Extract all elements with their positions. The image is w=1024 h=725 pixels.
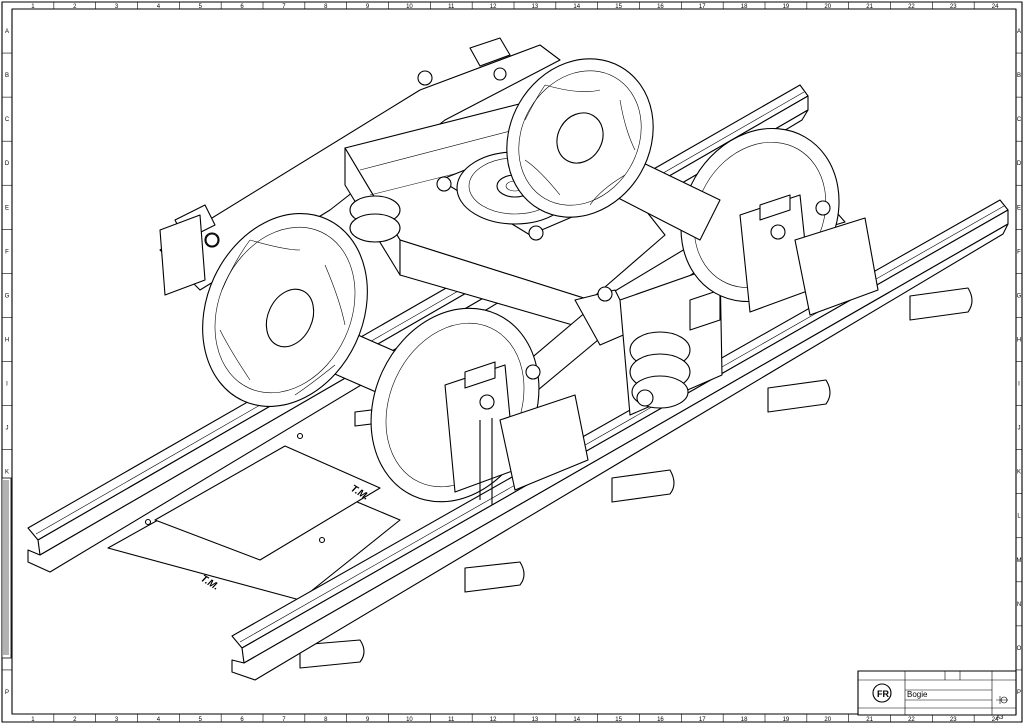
ruler-label: J [6,426,9,432]
ruler-right: A B C D E F G H I J K L M N O P [1016,29,1022,696]
ruler-label: E [5,205,9,211]
ruler-label: O [1017,646,1022,652]
axle-box-front [444,361,589,505]
title-block: FR Bogie A3 [857,670,1017,721]
ruler-label: 19 [783,4,790,10]
ruler-label: 8 [324,717,328,723]
ruler-label: 15 [615,4,622,10]
ruler-label: 5 [199,717,203,723]
ruler-label: 22 [908,4,915,10]
ruler-label: N [1017,602,1021,608]
axle-box-rear [739,194,879,316]
sleepers [299,287,973,669]
suspension-spring-back [349,195,401,243]
ruler-label: F [1017,249,1021,255]
ruler-label: 16 [657,4,664,10]
ruler-label: 23 [950,4,957,10]
ruler-label: M [1017,558,1022,564]
ruler-label: 16 [657,717,664,723]
ruler-label: 8 [324,4,328,10]
axle-box-back-left [159,214,219,296]
binding-marks [1,477,12,659]
ruler-label: 21 [866,4,873,10]
ruler-label: 17 [699,717,706,723]
ruler-label: G [5,293,10,299]
ruler-label: 23 [950,717,957,723]
ruler-label: 1 [31,717,35,723]
sleeper-slab-mid [154,445,381,561]
ruler-label: 18 [741,717,748,723]
ruler-label: C [1017,117,1022,123]
ruler-label: 14 [573,717,580,723]
ruler-label: 10 [406,717,413,723]
ruler-label: D [5,161,10,167]
ruler-label: C [5,117,10,123]
ruler-label: 2 [73,4,77,10]
ruler-label: 2 [73,717,77,723]
ruler-label: 9 [366,717,370,723]
ruler-label: 12 [490,717,497,723]
ruler-label: 6 [240,4,244,10]
ruler-label: 7 [282,4,286,10]
ruler-label: H [1017,337,1021,343]
ruler-label: 4 [157,717,161,723]
ruler-label: 15 [615,717,622,723]
ruler-label: 6 [240,717,244,723]
ruler-label: I [6,382,8,388]
ruler-label: H [5,337,9,343]
ruler-label: 18 [741,4,748,10]
ruler-label: 13 [532,4,539,10]
ruler-label: 20 [824,4,831,10]
part-name: Bogie [907,690,928,699]
ruler-label: J [1018,426,1021,432]
ruler-label: B [1017,73,1021,79]
ruler-label: B [5,73,9,79]
ruler-label: L [1017,514,1021,520]
ruler-label: 3 [115,717,119,723]
ruler-label: 22 [908,717,915,723]
ruler-label: 12 [490,4,497,10]
ruler-label: 9 [366,4,370,10]
ruler-label: P [1017,690,1021,696]
ruler-label: I [1018,382,1020,388]
suspension-spring-unit [619,264,723,416]
sheet-format: A3 [996,715,1004,721]
ruler-label: 7 [282,717,286,723]
ruler-label: 5 [199,4,203,10]
ruler-label: 11 [448,4,455,10]
ruler-label: P [5,690,9,696]
ruler-label: D [1017,161,1022,167]
ruler-label: E [1017,205,1021,211]
ruler-label: K [5,470,9,476]
company-logo-letters: FR [877,689,889,699]
ruler-label: 10 [406,4,413,10]
ruler-label: 17 [699,4,706,10]
ruler-label: 13 [532,717,539,723]
ruler-label: G [1017,293,1022,299]
ruler-label: 11 [448,717,455,723]
company-logo [872,683,892,703]
ruler-label: 20 [824,717,831,723]
ruler-label: 24 [992,717,999,723]
ruler-label: 1 [31,4,35,10]
ruler-label: 19 [783,717,790,723]
ruler-label: K [1017,470,1021,476]
ruler-label: 21 [866,717,873,723]
ruler-label: 24 [992,4,999,10]
ruler-label: 14 [573,4,580,10]
ruler-label: A [5,29,9,35]
ruler-label: 3 [115,4,119,10]
ruler-label: F [5,249,9,255]
ruler-label: 4 [157,4,161,10]
ruler-label: A [1017,29,1021,35]
